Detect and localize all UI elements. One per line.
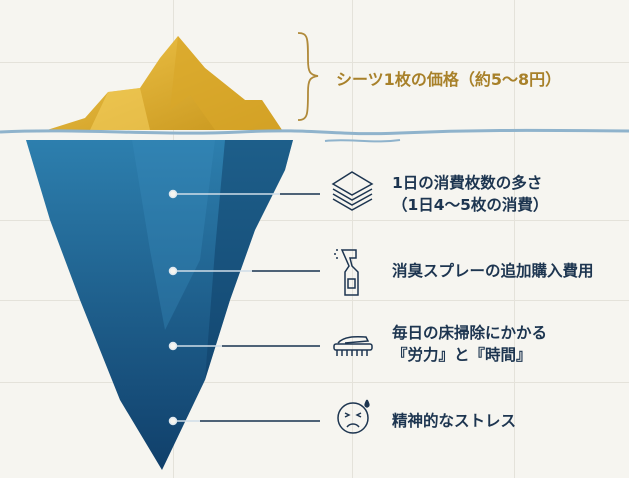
- connector-lines: [168, 189, 320, 426]
- iceberg-underwater: [26, 140, 293, 470]
- scrub-brush-icon: [333, 336, 373, 356]
- grid-line: [0, 382, 629, 383]
- grid-line: [352, 0, 353, 478]
- list-item: 1日の消費枚数の多さ （1日4〜5枚の消費）: [392, 172, 548, 216]
- grid-line: [0, 62, 629, 63]
- stressed-face-icon: [337, 399, 370, 434]
- item-line: 1日の消費枚数の多さ: [392, 174, 543, 192]
- visible-cost-label: シーツ1枚の価格（約5〜8円）: [336, 70, 562, 89]
- item-line: 消臭スプレーの追加購入費用: [392, 262, 594, 280]
- list-item: 毎日の床掃除にかかる 『労力』と『時間』: [392, 322, 547, 366]
- item-line: 『労力』と『時間』: [392, 346, 532, 364]
- grid-line: [0, 300, 629, 301]
- item-line: （1日4〜5枚の消費）: [392, 196, 549, 214]
- waterline: [0, 128, 629, 136]
- stacked-sheets-icon: [331, 171, 374, 211]
- iceberg-tip: [47, 36, 282, 130]
- item-line: 精神的なストレス: [392, 412, 517, 430]
- brace-icon: [297, 32, 319, 121]
- list-item: 精神的なストレス: [392, 410, 516, 432]
- spray-bottle-icon: [334, 249, 359, 296]
- grid-line: [514, 0, 515, 478]
- item-line: 毎日の床掃除にかかる: [392, 324, 548, 342]
- list-item: 消臭スプレーの追加購入費用: [392, 260, 594, 282]
- grid-line: [0, 220, 629, 221]
